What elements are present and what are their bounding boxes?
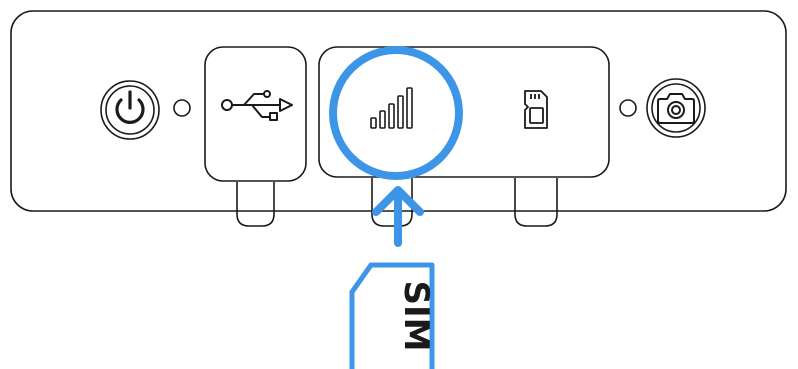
status-led-left <box>173 99 191 117</box>
status-led-right <box>619 99 637 117</box>
power-button[interactable] <box>100 80 160 140</box>
sim-slot-highlight-ring <box>329 46 463 180</box>
sim-card: SIM <box>349 262 436 369</box>
power-icon <box>115 90 145 124</box>
sd-card-icon <box>524 90 548 129</box>
insert-direction-arrow <box>372 186 424 247</box>
card-slot-door[interactable] <box>318 46 610 178</box>
usb-icon <box>221 90 293 121</box>
camera-icon <box>657 93 695 124</box>
camera-button[interactable] <box>646 78 706 138</box>
signal-bars-icon <box>370 87 413 129</box>
sim-card-label: SIM <box>396 281 436 352</box>
usb-port-cover[interactable] <box>204 46 307 182</box>
